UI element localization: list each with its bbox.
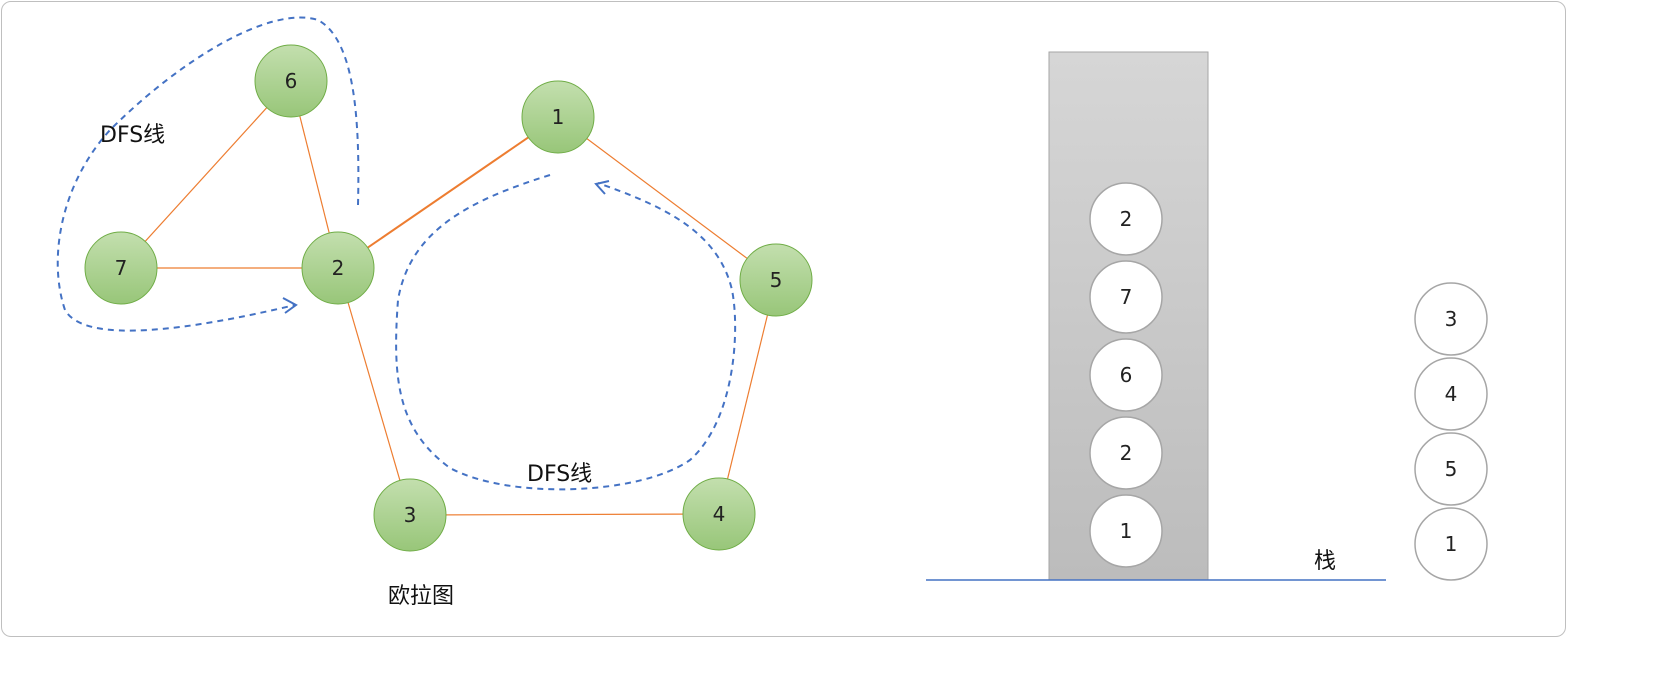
- edge-1-5: [557, 116, 777, 281]
- output-item: 1: [1414, 507, 1488, 581]
- output-item: 3: [1414, 282, 1488, 356]
- stack-item-label: 1: [1120, 519, 1133, 543]
- graph-node-4: 4: [682, 477, 756, 551]
- graph-node-3: 3: [373, 478, 447, 552]
- stack-item-label: 2: [1120, 207, 1133, 231]
- stack-item-circle: [1089, 260, 1163, 334]
- output-item-label: 5: [1445, 457, 1458, 481]
- edge-6-7: [120, 80, 292, 269]
- dfs-arrowhead-inner: [594, 180, 610, 195]
- edge-2-1: [337, 116, 559, 269]
- graph-node-5: 5: [739, 243, 813, 317]
- dfs-label-inner: DFS线: [527, 462, 592, 487]
- euler-graph-caption: 欧拉图: [388, 584, 454, 609]
- graph-nodes: 1 2 3 4 5 6 7: [84, 44, 813, 552]
- graph-node-circle: [373, 478, 447, 552]
- output-item-circle: [1414, 432, 1488, 506]
- diagram-frame: [1, 1, 1566, 637]
- graph-node-circle: [84, 231, 158, 305]
- graph-node-label: 5: [770, 268, 783, 292]
- graph-node-circle: [682, 477, 756, 551]
- graph-edges: [120, 80, 777, 516]
- output-item: 5: [1414, 432, 1488, 506]
- output-item-label: 4: [1445, 382, 1458, 406]
- stack-item-circle: [1089, 494, 1163, 568]
- output-item-circle: [1414, 507, 1488, 581]
- stack-item: 2: [1089, 182, 1163, 256]
- dfs-line-left: [56, 16, 360, 332]
- stack-item-label: 7: [1120, 285, 1133, 309]
- graph-node-label: 6: [285, 69, 298, 93]
- output-item-circle: [1414, 357, 1488, 431]
- graph-node-1: 1: [521, 80, 595, 154]
- dfs-line-inner: [395, 174, 737, 491]
- dfs-lines: [56, 16, 737, 491]
- graph-node-6: 6: [254, 44, 328, 118]
- graph-node-7: 7: [84, 231, 158, 305]
- stack-label: 栈: [1314, 549, 1336, 574]
- output-item-circle: [1414, 282, 1488, 356]
- graph-node-circle: [521, 80, 595, 154]
- stack-item-label: 6: [1120, 363, 1133, 387]
- stack-item-circle: [1089, 182, 1163, 256]
- stack-items: 1 2 6 7 2: [1089, 182, 1163, 568]
- stack-item: 2: [1089, 416, 1163, 490]
- stack-item: 7: [1089, 260, 1163, 334]
- graph-node-label: 4: [713, 502, 726, 526]
- graph-node-2: 2: [301, 231, 375, 305]
- stack-item-label: 2: [1120, 441, 1133, 465]
- graph-node-label: 1: [552, 105, 565, 129]
- edge-5-4: [718, 279, 777, 515]
- graph-node-label: 2: [332, 256, 345, 280]
- stack-item: 6: [1089, 338, 1163, 412]
- graph-node-circle: [301, 231, 375, 305]
- graph-node-label: 7: [115, 256, 128, 280]
- edge-3-2: [337, 267, 411, 516]
- output-item-label: 1: [1445, 532, 1458, 556]
- stack-item-circle: [1089, 338, 1163, 412]
- stack-item-circle: [1089, 416, 1163, 490]
- graph-node-label: 3: [404, 503, 417, 527]
- output-item-label: 3: [1445, 307, 1458, 331]
- edge-4-3: [409, 513, 720, 516]
- graph-node-circle: [254, 44, 328, 118]
- dfs-arrowhead-left: [282, 297, 298, 314]
- dfs-label-left: DFS线: [100, 123, 165, 148]
- output-item: 4: [1414, 357, 1488, 431]
- graph-node-circle: [739, 243, 813, 317]
- stack-item: 1: [1089, 494, 1163, 568]
